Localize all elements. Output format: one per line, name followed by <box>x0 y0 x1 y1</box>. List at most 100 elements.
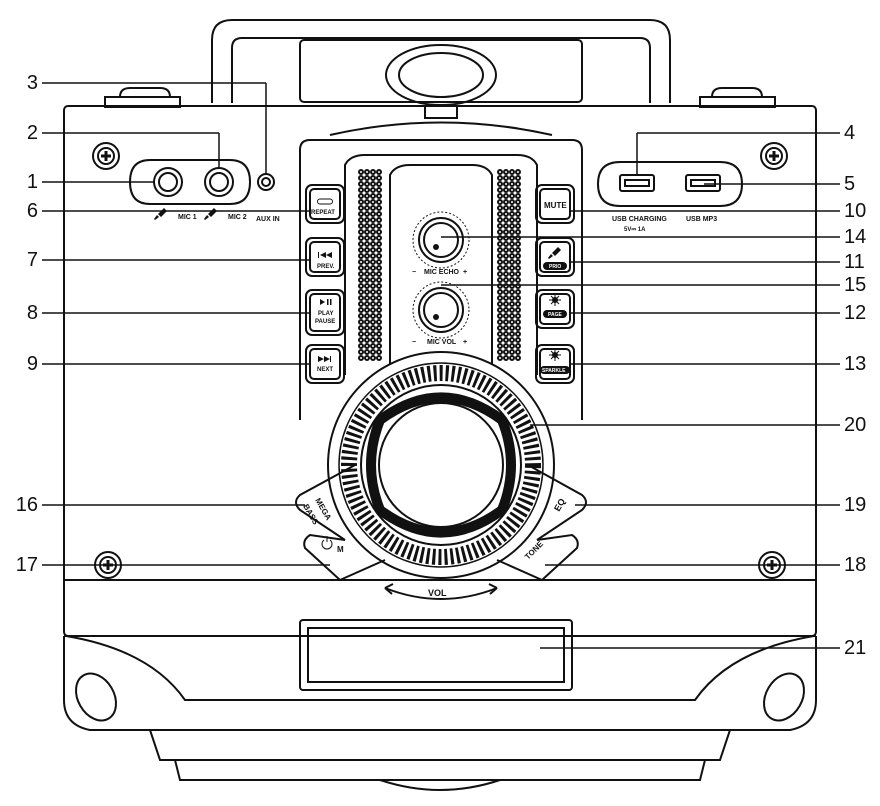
mic-priority-button[interactable] <box>535 237 575 277</box>
grille-hole <box>515 343 521 349</box>
grille-hole <box>358 295 364 301</box>
grille-hole <box>370 193 376 199</box>
grille-hole <box>358 355 364 361</box>
callout-10: 10 <box>844 200 867 222</box>
grille-hole <box>509 199 515 205</box>
grille-hole <box>364 211 370 217</box>
grille-hole <box>364 325 370 331</box>
grille-left <box>358 169 382 361</box>
top-accent <box>329 121 553 136</box>
grille-hole <box>358 211 364 217</box>
grille-hole <box>370 325 376 331</box>
mega-bass-wing[interactable] <box>295 464 356 541</box>
mic2-label: MIC 2 <box>228 214 247 221</box>
grille-hole <box>358 343 364 349</box>
grille-hole <box>376 283 382 289</box>
grille-hole <box>358 337 364 343</box>
eq-wing[interactable] <box>527 464 587 541</box>
usb-mp3-port[interactable] <box>685 174 721 192</box>
mic-echo-knob[interactable] <box>418 217 464 263</box>
grille-hole <box>358 235 364 241</box>
grille-hole <box>509 301 515 307</box>
grille-hole <box>376 349 382 355</box>
power-mode-wing[interactable] <box>303 533 386 582</box>
next-label: NEXT <box>317 367 333 373</box>
grille-hole <box>509 349 515 355</box>
grille-hole <box>376 301 382 307</box>
grille-hole <box>370 229 376 235</box>
grille-hole <box>364 217 370 223</box>
grille-hole <box>497 343 503 349</box>
screw-icon <box>92 142 120 170</box>
grille-hole <box>497 313 503 319</box>
aux-in-jack[interactable] <box>257 173 275 191</box>
grille-hole <box>364 307 370 313</box>
mic1-label: MIC 1 <box>178 214 197 221</box>
prio-label: PRIO <box>549 264 561 270</box>
grille-hole <box>515 283 521 289</box>
grille-hole <box>509 343 515 349</box>
grille-hole <box>370 349 376 355</box>
usb-charging-spec: 5V⎓ 1A <box>624 227 646 233</box>
usb-panel <box>596 161 744 207</box>
callout-9: 9 <box>26 353 38 375</box>
skip-previous-icon <box>318 252 332 258</box>
grille-hole <box>515 169 521 175</box>
prev-button[interactable] <box>305 237 345 277</box>
grille-hole <box>503 247 509 253</box>
grille-hole <box>370 199 376 205</box>
grille-hole <box>364 181 370 187</box>
microphone-icon <box>154 208 167 220</box>
grille-hole <box>497 169 503 175</box>
grille-hole <box>376 331 382 337</box>
grille-hole <box>370 259 376 265</box>
grille-hole <box>370 181 376 187</box>
grille-hole <box>370 277 376 283</box>
grille-hole <box>376 271 382 277</box>
grille-hole <box>503 235 509 241</box>
volume-knob[interactable] <box>378 402 504 528</box>
grille-hole <box>509 205 515 211</box>
grille-hole <box>370 343 376 349</box>
grille-hole <box>509 277 515 283</box>
mic-vol-knob[interactable] <box>418 287 464 333</box>
mic-vol-plus: + <box>463 339 467 346</box>
grille-hole <box>503 265 509 271</box>
grille-hole <box>509 295 515 301</box>
microphone-icon <box>548 247 561 259</box>
grille-hole <box>509 271 515 277</box>
grille-hole <box>358 205 364 211</box>
grille-hole <box>497 247 503 253</box>
grille-hole <box>370 301 376 307</box>
grille-hole <box>358 289 364 295</box>
eq-label: EQ <box>552 497 567 513</box>
grille-hole <box>497 283 503 289</box>
callout-6: 6 <box>26 200 38 222</box>
grille-hole <box>497 271 503 277</box>
callout-2: 2 <box>26 122 38 144</box>
grille-hole <box>509 241 515 247</box>
grille-hole <box>364 343 370 349</box>
grille-hole <box>376 187 382 193</box>
mic-echo-plus: + <box>463 269 467 276</box>
grille-hole <box>515 235 521 241</box>
grille-hole <box>364 169 370 175</box>
grille-hole <box>376 175 382 181</box>
grille-hole <box>515 199 521 205</box>
repeat-button[interactable] <box>305 184 345 224</box>
light-page-button[interactable] <box>535 289 575 329</box>
grille-hole <box>497 301 503 307</box>
grille-hole <box>509 169 515 175</box>
grille-hole <box>376 169 382 175</box>
grille-hole <box>503 175 509 181</box>
grille-hole <box>503 331 509 337</box>
mute-button[interactable] <box>535 184 575 224</box>
grille-hole <box>515 307 521 313</box>
grille-hole <box>370 271 376 277</box>
grille-hole <box>370 283 376 289</box>
grille-hole <box>370 241 376 247</box>
grille-hole <box>370 337 376 343</box>
grille-hole <box>503 343 509 349</box>
tone-wing[interactable] <box>496 533 579 582</box>
grille-hole <box>515 301 521 307</box>
